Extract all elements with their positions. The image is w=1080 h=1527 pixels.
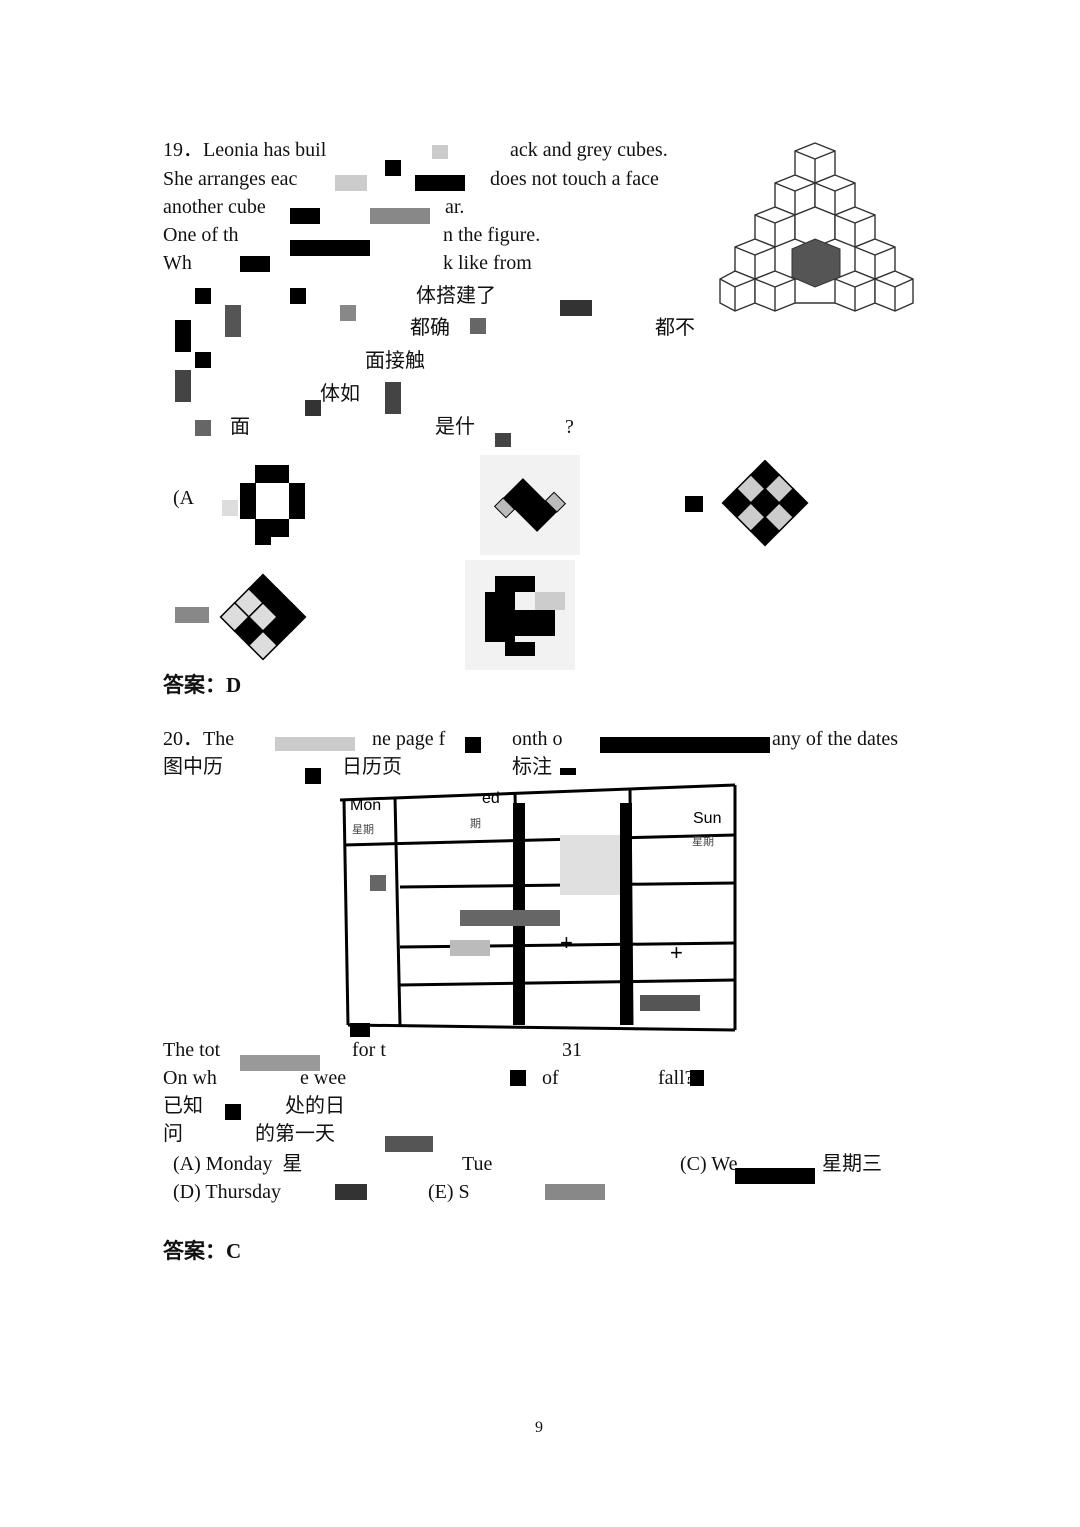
q20-answer: 答案：C <box>163 1239 242 1263</box>
q20-option: (C) We <box>680 1153 738 1175</box>
q19-text-line: Wh <box>163 252 192 274</box>
q19-text-line: 都确 <box>410 317 450 339</box>
q20-text-line: e wee <box>300 1067 347 1089</box>
q20-text-line: On wh <box>163 1067 217 1089</box>
calendar-subheader: 星期 <box>692 835 714 848</box>
q20-option: (D) Thursday <box>173 1181 281 1203</box>
q19-answer: 答案：D <box>163 673 242 697</box>
q20-text-line: any of the dates <box>772 728 899 750</box>
q20-text-line: 图中历 <box>163 756 223 778</box>
q20-text-line: of <box>542 1067 559 1089</box>
q20-text-line: 31 <box>562 1039 582 1061</box>
q20-text-line: 的第一天 <box>255 1123 335 1145</box>
q19-text-line: She arranges eac <box>163 168 298 190</box>
q19-text-line: One of th <box>163 224 239 246</box>
q20-text-line: 日历页 <box>342 756 402 778</box>
q19-text-line: 面 <box>230 416 250 438</box>
q20-option: (E) S <box>428 1181 470 1203</box>
q19-text-line: does not touch a face <box>490 168 659 190</box>
q19-text-line: k like from <box>443 252 532 274</box>
q19-text-line: 都不 <box>655 317 695 339</box>
q19-text-line: 19．Leonia has buil <box>163 139 327 161</box>
q20-text-line: ne page f <box>372 728 446 750</box>
q20-text-line: The tot <box>163 1039 221 1061</box>
q19-text-line: 是什 <box>435 416 475 438</box>
q20-text-line: 问 <box>163 1123 183 1145</box>
q19-text-line: ? <box>565 416 574 438</box>
q20-option: (A) Monday 星 <box>173 1153 303 1175</box>
q20-option: Tue <box>462 1153 493 1175</box>
calendar-header: ed <box>482 790 500 807</box>
calendar-subheader: 星期 <box>352 823 374 836</box>
q20-text-line: for t <box>352 1039 386 1061</box>
q20-option: 星期三 <box>822 1153 882 1175</box>
q20-text-line: onth o <box>512 728 563 750</box>
q20-text-line: fall? <box>658 1067 694 1089</box>
q19-text-line: ar. <box>445 196 465 218</box>
svg-text:+: + <box>670 940 683 965</box>
q19-option-d-figure <box>175 573 307 661</box>
q19-option-e-figure <box>465 560 575 670</box>
cube-pyramid-figure <box>719 142 914 312</box>
q20-text-line: 已知 <box>163 1095 203 1117</box>
q19-text-line: 体如 <box>320 383 360 405</box>
q19-option-c-figure <box>685 460 809 547</box>
q19-text-line: another cube <box>163 196 266 218</box>
calendar-subheader: 期 <box>470 817 481 830</box>
calendar-header: Mon <box>350 797 381 814</box>
q20-text-line: 标注 <box>512 756 552 778</box>
q19-text-line: n the figure. <box>443 224 541 246</box>
calendar-header: Sun <box>693 810 721 827</box>
q20-text-line: 20．The <box>163 728 235 750</box>
q19-option-b-figure <box>480 455 580 555</box>
q19-text-line: 体搭建了 <box>416 285 496 307</box>
calendar-figure: Mon 星期 ed 期 Sun 星期 + + <box>330 775 745 1040</box>
svg-text:+: + <box>560 930 573 955</box>
q19-option-a-label: (A <box>173 487 195 509</box>
page-number: 9 <box>535 1419 543 1436</box>
q19-text-line: ack and grey cubes. <box>510 139 668 161</box>
q20-text-line: 处的日 <box>285 1095 345 1117</box>
q19-text-line: 面接触 <box>365 350 425 372</box>
